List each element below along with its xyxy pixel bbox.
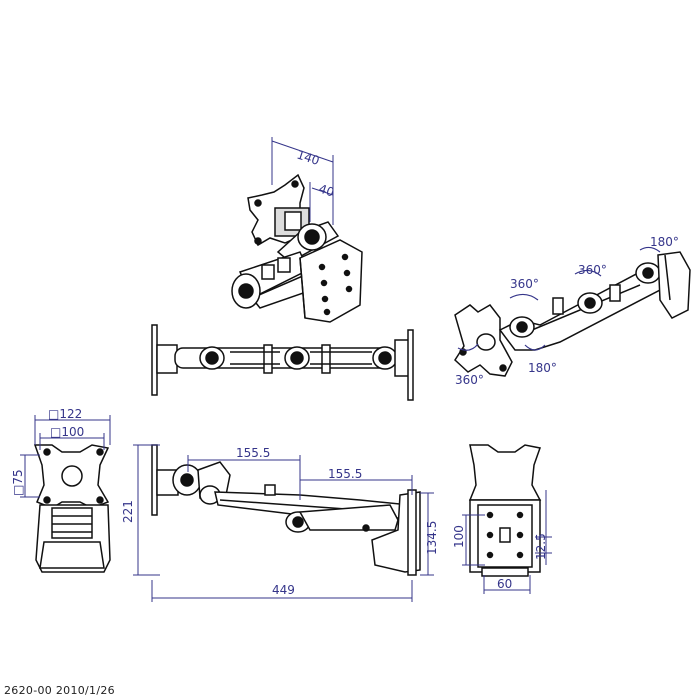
- dim-vesa-100: □100: [50, 425, 84, 439]
- dim-arm1: 155.5: [236, 446, 270, 460]
- dim-rot-wall: 180°: [650, 235, 679, 249]
- dim-height: 221: [121, 500, 135, 523]
- dim-wall-h: 134.5: [425, 521, 439, 555]
- dim-rot-arm: 360°: [510, 277, 539, 291]
- dim-vesa-122: □122: [48, 407, 82, 421]
- dim-tilt: 180°: [528, 361, 557, 375]
- front-view-dimensions: [20, 415, 111, 498]
- footer-code: 2620-00: [4, 684, 53, 697]
- dim-reach: 449: [272, 583, 295, 597]
- view-side: [151, 444, 421, 576]
- drawing-footer: 2620-00 2010/1/26: [4, 684, 115, 697]
- view-plan: [151, 324, 414, 401]
- dim-40: 40: [317, 182, 336, 200]
- top-view-dimensions: [271, 137, 334, 225]
- dim-vesa-75: □75: [11, 469, 25, 496]
- view-wall-plate: [468, 444, 542, 577]
- wall-plate-dimensions: [462, 490, 552, 594]
- rotation-arrows: [457, 246, 661, 351]
- dim-plate-w: 60: [497, 577, 512, 591]
- dim-140: 140: [295, 148, 321, 168]
- side-view-dimensions: [133, 444, 434, 602]
- dim-arm2: 155.5: [328, 467, 362, 481]
- dim-plate-h: 100: [452, 525, 466, 548]
- dim-rot-head: 360°: [455, 373, 484, 387]
- dim-rot-mid: 360°: [578, 263, 607, 277]
- footer-date: 2010/1/26: [55, 684, 115, 697]
- dim-plate-off: 12.5: [534, 533, 548, 560]
- view-front: [33, 444, 111, 573]
- view-3d-right: [454, 251, 691, 377]
- view-3d-top: [231, 173, 363, 323]
